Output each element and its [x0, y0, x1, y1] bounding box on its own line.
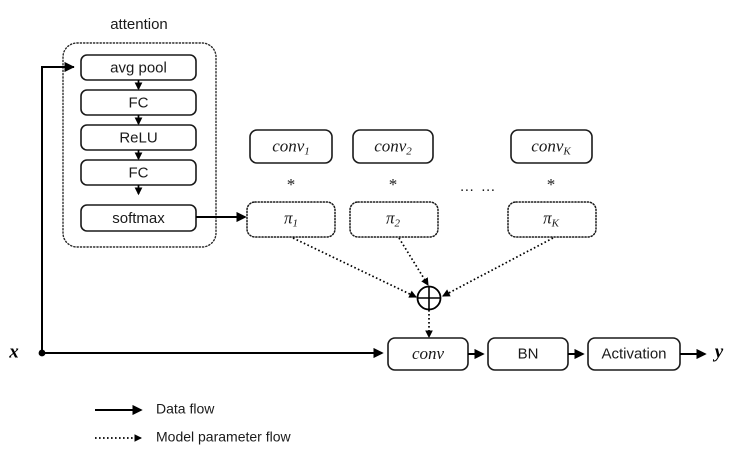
conv-k-label: convK	[531, 136, 571, 157]
kernel-ellipsis: … …	[459, 178, 496, 195]
output-label-y: y	[713, 341, 724, 362]
attention-node-relu[interactable]: ReLU	[80, 124, 197, 151]
weighted-sum-node[interactable]	[416, 285, 442, 311]
conv-k-box[interactable]	[510, 129, 593, 164]
legend-item-parameter-flow: Model parameter flow	[95, 429, 292, 445]
branch-line-to-attention	[41, 66, 74, 353]
pi-1-label: π1	[284, 208, 298, 229]
conv-1-label: conv1	[272, 136, 310, 157]
relu-label: ReLU	[119, 129, 157, 146]
conv-kernel-k[interactable]: convK	[510, 129, 593, 164]
softmax-label: softmax	[112, 210, 165, 227]
attention-node-fc-2[interactable]: FC	[80, 159, 197, 186]
legend: Data flow Model parameter flow	[95, 401, 292, 445]
activation-label: Activation	[601, 345, 666, 362]
pi-weight-1[interactable]: π1	[246, 201, 336, 238]
legend-label-data-flow: Data flow	[156, 401, 215, 417]
avg-pool-label: avg pool	[110, 59, 167, 76]
attention-node-softmax[interactable]: softmax	[80, 204, 197, 232]
pi-2-label: π2	[386, 208, 401, 229]
conv-kernel-1[interactable]: conv1	[249, 129, 333, 164]
conv-kernel-2[interactable]: conv2	[352, 129, 434, 164]
conv-1-box[interactable]	[249, 129, 333, 164]
legend-item-data-flow: Data flow	[95, 401, 215, 417]
main-node-activation[interactable]: Activation	[587, 337, 681, 371]
conv-2-box[interactable]	[352, 129, 434, 164]
branch-arrow-to-avgpool	[41, 61, 75, 353]
bn-label: BN	[518, 345, 539, 362]
pi-weight-2[interactable]: π2	[349, 201, 439, 238]
multiply-symbol-k: *	[547, 175, 556, 194]
attention-node-avg-pool[interactable]: avg pool	[80, 54, 197, 81]
param-arrow-pi2-to-sum	[398, 237, 429, 286]
fc2-label: FC	[129, 164, 149, 181]
fc1-label: FC	[129, 94, 149, 111]
attention-group-border	[62, 42, 217, 248]
conv-label: conv	[412, 344, 445, 363]
pi-2-box[interactable]	[349, 201, 439, 238]
param-arrow-pi1-to-sum	[292, 237, 417, 298]
pi-weight-k[interactable]: πK	[507, 201, 597, 238]
multiply-symbol-2: *	[389, 175, 398, 194]
main-node-bn[interactable]: BN	[487, 337, 569, 371]
pi-1-box[interactable]	[246, 201, 336, 238]
param-arrow-pik-to-sum	[442, 237, 554, 297]
pi-k-label: πK	[543, 208, 560, 229]
attention-group-title: attention	[110, 16, 168, 33]
legend-label-parameter-flow: Model parameter flow	[156, 429, 292, 445]
pi-k-box[interactable]	[507, 201, 597, 238]
main-node-conv[interactable]: conv	[387, 337, 469, 371]
input-label-x: x	[8, 341, 19, 362]
multiply-symbol-1: *	[287, 175, 296, 194]
conv-2-label: conv2	[374, 136, 412, 157]
attention-group: attention	[62, 16, 217, 248]
attention-node-fc-1[interactable]: FC	[80, 89, 197, 116]
